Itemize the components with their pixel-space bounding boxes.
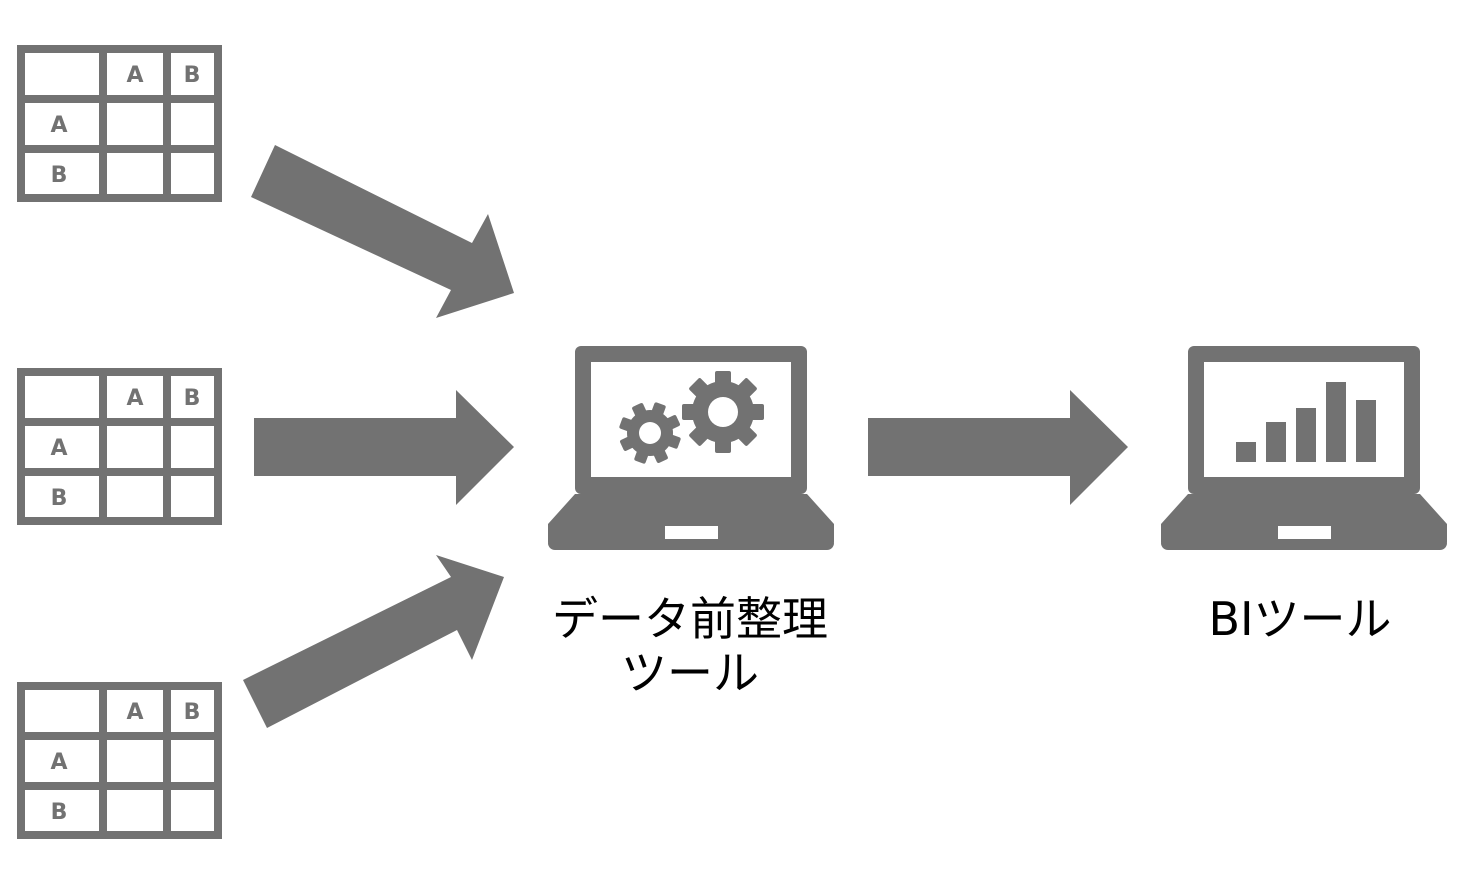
arrow-table1-to-prep	[251, 145, 514, 318]
source-table-3: A B A B	[17, 682, 222, 839]
bi-tool-label-text: BIツール	[1208, 592, 1392, 646]
prep-tool-label-line1: データ前整理	[552, 592, 828, 646]
chart-bar-3	[1296, 408, 1316, 462]
chart-bar-5	[1356, 400, 1376, 462]
bar-chart-icon	[1236, 382, 1376, 462]
prep-tool-label: データ前整理 ツール	[520, 592, 860, 700]
row-header-b: B	[51, 800, 68, 825]
row-header-a: A	[50, 750, 67, 775]
prep-tool-laptop	[548, 346, 834, 550]
chart-bar-2	[1266, 422, 1286, 462]
chart-bar-4	[1326, 382, 1346, 462]
source-table-1: A B A B	[17, 45, 222, 202]
row-header-a: A	[50, 113, 67, 138]
row-header-b: B	[51, 163, 68, 188]
gears-icon	[619, 371, 764, 464]
column-header-a: A	[126, 700, 143, 725]
column-header-b: B	[184, 63, 201, 88]
column-header-b: B	[184, 700, 201, 725]
column-header-a: A	[126, 63, 143, 88]
arrow-table3-to-prep	[243, 555, 504, 728]
arrow-prep-to-bi	[868, 390, 1128, 505]
bi-tool-laptop	[1161, 346, 1447, 550]
chart-bar-1	[1236, 442, 1256, 462]
prep-tool-label-line2: ツール	[621, 646, 759, 700]
arrow-table2-to-prep	[254, 390, 514, 505]
row-header-b: B	[51, 486, 68, 511]
column-header-a: A	[126, 386, 143, 411]
source-table-2: A B A B	[17, 368, 222, 525]
bi-tool-label: BIツール	[1150, 592, 1450, 646]
row-header-a: A	[50, 436, 67, 461]
column-header-b: B	[184, 386, 201, 411]
